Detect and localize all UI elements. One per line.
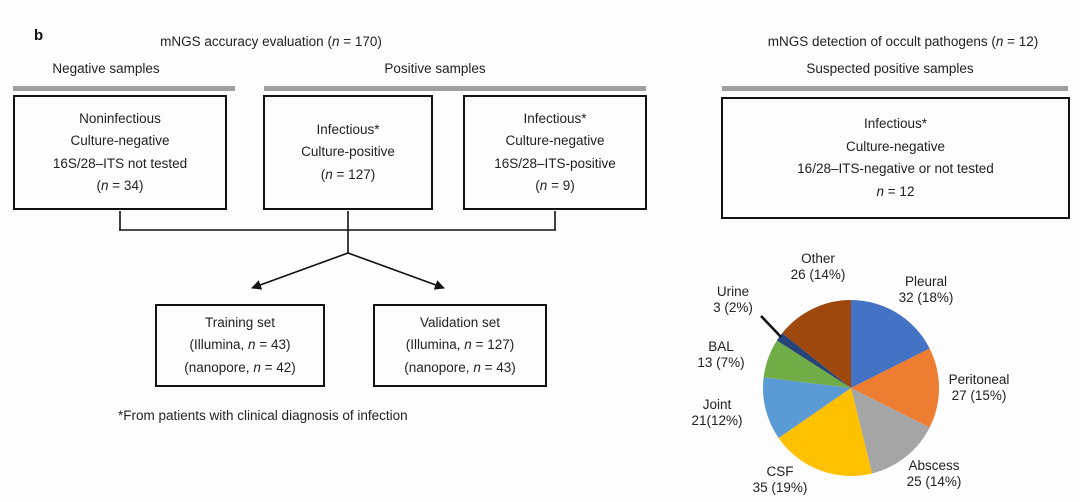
box-line: Infectious* — [523, 110, 587, 126]
pie-label-name: CSF — [766, 464, 794, 479]
box-training-set: Training set (Illumina, n = 43) (nanopor… — [155, 304, 325, 387]
pie-label-value: 3 (2%) — [713, 299, 753, 315]
box-line: 16S/28–ITS not tested — [52, 155, 188, 171]
pie-slice-pleural — [851, 300, 930, 388]
box-line: n = 12 — [876, 183, 915, 199]
box-suspected-positive: Infectious* Culture-negative 16/28–ITS-n… — [721, 97, 1070, 219]
pie-slice-peritoneal — [851, 348, 939, 428]
box-line: Infectious* — [863, 116, 928, 131]
arrow-to-training — [251, 252, 349, 290]
box-line: (nanopore, n = 42) — [184, 359, 296, 375]
box-validation-set: Validation set (Illumina, n = 127) (nano… — [373, 304, 547, 387]
panel-letter: b — [34, 27, 44, 44]
right-panel-title: mNGS detection of occult pathogens (n = … — [767, 34, 1039, 49]
pie-label-name: Peritoneal — [948, 372, 1010, 387]
box-line: Culture-negative — [845, 138, 946, 154]
box-line: Culture-negative — [505, 133, 605, 148]
pie-label-name: BAL — [708, 339, 734, 354]
box-line: Validation set — [419, 314, 501, 330]
pie-label-name: Joint — [702, 397, 732, 412]
pie-slice-joint — [762, 377, 851, 438]
box-culture-positive: Infectious* Culture-positive (n = 127) — [263, 95, 433, 210]
box-line: (n = 34) — [96, 178, 144, 193]
pie-slice-bal — [763, 340, 851, 388]
pie-label-name: Urine — [716, 284, 750, 299]
box-line: (n = 9) — [535, 178, 575, 193]
box-line: 16/28–ITS-negative or not tested — [797, 161, 994, 176]
box-line: Infectious* — [316, 121, 380, 137]
urine-callout-line — [760, 315, 782, 338]
pie-label-name: Other — [801, 251, 835, 266]
box-line: (Illumina, n = 127) — [405, 337, 515, 353]
positive-samples-header: Positive samples — [384, 61, 486, 76]
arrow-to-validation — [347, 252, 445, 290]
pie-label-value: 35 (19%) — [752, 479, 808, 495]
pie-label-value: 26 (14%) — [790, 266, 846, 282]
pie-label-value: 13 (7%) — [697, 354, 745, 370]
left-panel-title: mNGS accuracy evaluation (n = 170) — [160, 34, 382, 49]
pie-label-name: Pleural — [904, 274, 948, 289]
box-line: Noninfectious — [79, 110, 161, 126]
pie-slice-urine — [776, 333, 851, 388]
pie-slice-csf — [778, 388, 873, 476]
positive-samples-bar — [264, 86, 646, 91]
pie-slice-other — [782, 300, 851, 388]
box-line: Training set — [204, 314, 276, 330]
box-line: (n = 127) — [320, 166, 376, 182]
pie-label-value: 27 (15%) — [951, 387, 1007, 403]
box-line: Culture-negative — [70, 133, 170, 148]
box-noninfectious: Noninfectious Culture-negative 16S/28–IT… — [13, 95, 227, 210]
box-line: Culture-positive — [301, 144, 395, 160]
pie-label-value: 21(12%) — [691, 412, 743, 428]
pie-label-value: 25 (14%) — [906, 473, 962, 489]
footnote: *From patients with clinical diagnosis o… — [118, 408, 408, 423]
box-line: (Illumina, n = 43) — [189, 337, 291, 353]
connector-tree — [119, 211, 556, 253]
negative-samples-header: Negative samples — [52, 61, 160, 76]
pie-label-name: Abscess — [908, 458, 960, 473]
box-line: 16S/28–ITS-positive — [494, 155, 616, 171]
negative-samples-bar — [13, 86, 235, 91]
pie-label-value: 32 (18%) — [898, 289, 954, 305]
box-its-positive: Infectious* Culture-negative 16S/28–ITS-… — [463, 95, 647, 210]
box-line: (nanopore, n = 43) — [404, 359, 516, 375]
pie-slice-abscess — [851, 388, 930, 474]
suspected-samples-header: Suspected positive samples — [806, 61, 974, 76]
suspected-samples-bar — [722, 86, 1068, 91]
